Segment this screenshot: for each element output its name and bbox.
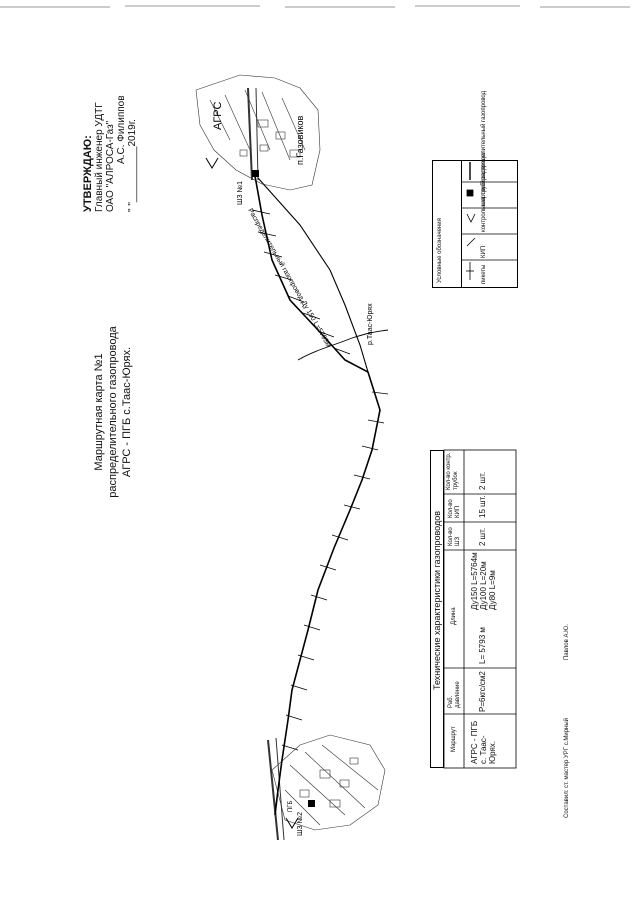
tech-header-valves: Кол-во ШЗ [448, 527, 461, 546]
pipeline-route [254, 175, 381, 816]
legend-header: Условные обозначения [437, 218, 443, 283]
tech-cell-pressure: Р=6кгс/см2 [478, 671, 487, 712]
valve-2-marker [308, 800, 315, 807]
label-pipeline: Распределительный газопровод Ду 150 L=57… [246, 207, 332, 349]
label-river: р.Таас-Юрях [367, 303, 374, 345]
tech-header-length: Длина [451, 607, 457, 625]
valve-1-marker [252, 170, 259, 177]
legend-item-pickets: пикеты [481, 264, 487, 285]
tech-cell-route: АГРС - ПГБ с. Таас-Юрях. [470, 720, 497, 764]
tech-cell-diameter-2: Ду100 L=20м [479, 561, 488, 610]
label-pgb: ПГБ [288, 800, 294, 812]
tech-header-route: Маршрут [451, 726, 457, 752]
tech-header-tubes: Кол-во контр. трубок [446, 452, 459, 490]
tech-cell-kip: 15 шт. [478, 495, 487, 518]
footer-compiled: Составил: ст. мастер УРГ с.Мирный [564, 717, 570, 818]
legend-item-kip: КИП [481, 245, 487, 258]
legend-table: Условные обозначения [432, 160, 462, 288]
legend-body [462, 160, 518, 288]
tech-header-pressure: Раб. давление [448, 681, 461, 708]
tech-cell-diameter-3: Ду80 L=9м [488, 570, 497, 610]
road-line [257, 177, 369, 373]
legend-item-control-tube: контрольная трубка [481, 176, 487, 232]
tech-cell-tubes: 2 шт. [478, 471, 487, 490]
scan-edge-lines [0, 5, 630, 8]
label-valve-2: ШЗ №2 [297, 812, 304, 836]
tech-table-title: Технические характеристики газопроводов [432, 510, 442, 690]
label-agrs: АГРС [212, 101, 224, 130]
tech-table-title-cell [430, 450, 444, 768]
river [297, 329, 389, 361]
settlement-bottom [267, 734, 386, 841]
label-settlement: п.Газовиков [295, 115, 305, 165]
settlement-top [195, 74, 321, 191]
label-valve-1: ШЗ №1 [237, 181, 244, 205]
tech-cell-diameter-1: Ду150 L=5764м [470, 552, 479, 610]
control-tube-markers [205, 157, 299, 829]
tech-cell-valves: 2 шт. [478, 527, 487, 546]
tech-cell-length: L= 5793 м [478, 627, 487, 664]
footer-name: Павлов А.Ю. [564, 624, 570, 660]
tech-header-kip: Кол-во КИП [448, 499, 461, 518]
